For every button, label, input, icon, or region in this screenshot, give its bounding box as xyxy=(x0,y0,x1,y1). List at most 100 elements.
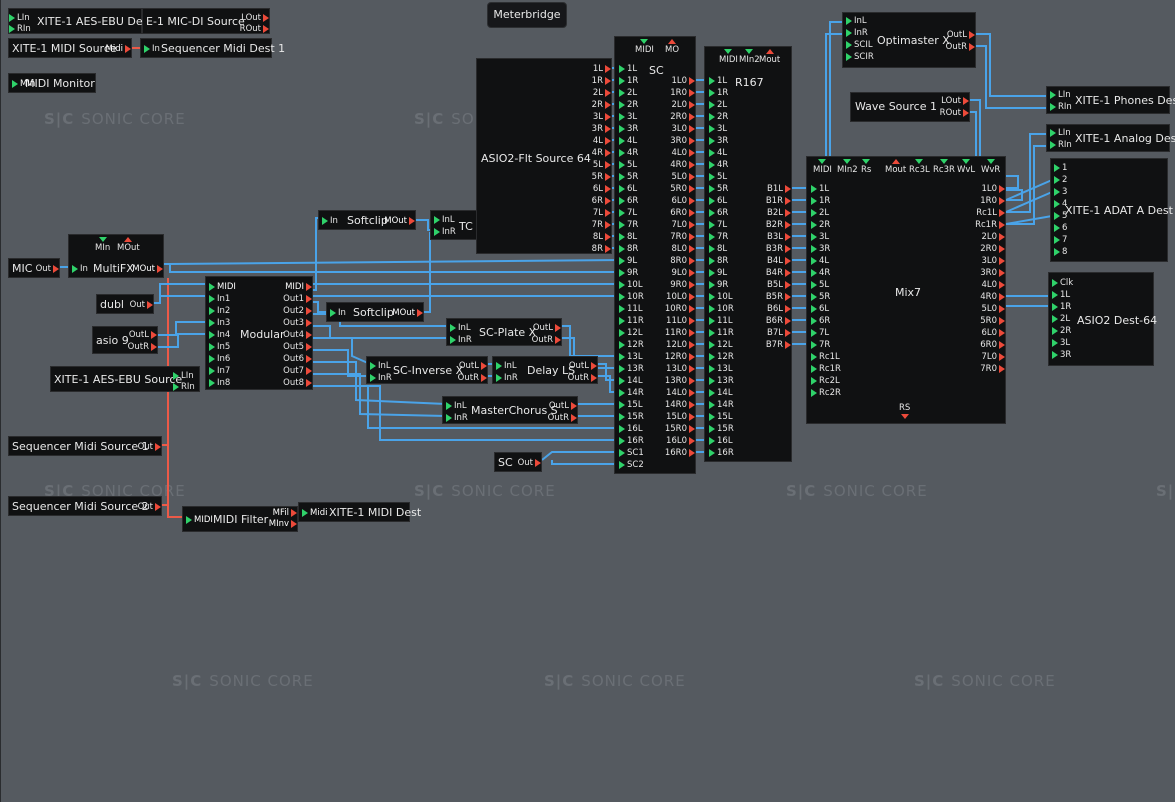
output-pin[interactable]: 1L0 xyxy=(671,75,695,87)
output-pin[interactable]: 2R0 xyxy=(670,111,695,123)
output-pin[interactable]: 4R xyxy=(592,147,612,159)
output-pin[interactable]: B4L xyxy=(767,255,791,267)
input-pin[interactable]: 2R xyxy=(709,111,728,123)
input-pin[interactable]: 12L xyxy=(619,327,643,339)
input-pin[interactable]: InL xyxy=(434,214,455,226)
input-pin[interactable]: 1R xyxy=(619,75,638,87)
top-pin[interactable]: MIn2 xyxy=(837,159,858,175)
output-pin[interactable]: MOut xyxy=(132,263,163,275)
input-pin[interactable]: InR xyxy=(446,412,468,424)
output-pin[interactable]: Out2 xyxy=(283,305,312,317)
input-pin[interactable]: In6 xyxy=(209,353,230,365)
output-pin[interactable]: OutR xyxy=(532,334,562,346)
output-pin[interactable]: 8R xyxy=(592,243,612,255)
input-pin[interactable]: 1R xyxy=(811,195,830,207)
input-pin[interactable]: 6R xyxy=(811,315,830,327)
input-pin[interactable]: 15L xyxy=(709,411,733,423)
output-pin[interactable]: 8R0 xyxy=(670,255,695,267)
output-pin[interactable]: 5L0 xyxy=(981,303,1005,315)
output-pin[interactable]: 1L0 xyxy=(981,183,1005,195)
output-pin[interactable]: Out xyxy=(130,299,154,311)
output-pin[interactable]: MIDI xyxy=(285,281,312,293)
input-pin[interactable]: 2 xyxy=(1054,174,1067,186)
output-pin[interactable]: 11L0 xyxy=(666,315,695,327)
output-pin[interactable]: 3R xyxy=(592,123,612,135)
output-pin[interactable]: 14L0 xyxy=(666,387,695,399)
output-pin[interactable]: OutR xyxy=(946,41,976,53)
top-pin[interactable]: MO xyxy=(665,39,679,55)
input-pin[interactable]: SCIL xyxy=(846,39,873,51)
input-pin[interactable]: 5R xyxy=(709,183,728,195)
output-pin[interactable]: B4R xyxy=(766,267,792,279)
input-pin[interactable]: In xyxy=(72,263,88,275)
output-pin[interactable]: MOut xyxy=(384,215,415,227)
output-pin[interactable]: 13L0 xyxy=(666,363,695,375)
output-pin[interactable]: 6L xyxy=(593,183,612,195)
input-pin[interactable]: 12R xyxy=(619,339,644,351)
input-pin[interactable]: 6R xyxy=(619,195,638,207)
output-pin[interactable]: B1R xyxy=(766,195,792,207)
input-pin[interactable]: InR xyxy=(434,226,456,238)
output-pin[interactable]: 3R0 xyxy=(670,135,695,147)
input-pin[interactable]: 2L xyxy=(811,207,829,219)
input-pin[interactable]: 15L xyxy=(619,399,643,411)
output-pin[interactable]: Midi xyxy=(106,43,132,55)
input-pin[interactable]: 5L xyxy=(709,171,727,183)
output-pin[interactable]: 5L xyxy=(593,159,612,171)
output-pin[interactable]: 4L xyxy=(593,135,612,147)
top-pin[interactable]: Mout xyxy=(759,49,780,65)
input-pin[interactable]: 4R xyxy=(619,147,638,159)
output-pin[interactable]: 3L xyxy=(593,111,612,123)
input-pin[interactable]: 16R xyxy=(709,447,734,459)
input-pin[interactable]: 9R xyxy=(709,279,728,291)
input-pin[interactable]: 8L xyxy=(619,231,637,243)
input-pin[interactable]: InL xyxy=(446,400,467,412)
input-pin[interactable]: 11R xyxy=(709,327,734,339)
input-pin[interactable]: In2 xyxy=(209,305,230,317)
output-pin[interactable]: Out1 xyxy=(283,293,312,305)
output-pin[interactable]: LOut xyxy=(241,12,269,24)
input-pin[interactable]: 6L xyxy=(811,303,829,315)
output-pin[interactable]: 4R0 xyxy=(980,291,1005,303)
input-pin[interactable]: RIn xyxy=(173,381,195,393)
input-pin[interactable]: 3R xyxy=(811,243,830,255)
output-pin[interactable]: B2L xyxy=(767,207,791,219)
input-pin[interactable]: 9L xyxy=(619,255,637,267)
output-pin[interactable]: Out xyxy=(138,501,162,513)
top-pin[interactable]: WvR xyxy=(981,159,1000,175)
input-pin[interactable]: InR xyxy=(370,372,392,384)
output-pin[interactable]: 10L0 xyxy=(666,291,695,303)
output-pin[interactable]: OutR xyxy=(458,372,488,384)
output-pin[interactable]: 13R0 xyxy=(665,375,696,387)
input-pin[interactable]: 7L xyxy=(811,327,829,339)
output-pin[interactable]: Out5 xyxy=(283,341,312,353)
input-pin[interactable]: 2R xyxy=(619,99,638,111)
input-pin[interactable]: 5L xyxy=(811,279,829,291)
input-pin[interactable]: 7 xyxy=(1054,234,1067,246)
input-pin[interactable]: InL xyxy=(496,360,517,372)
top-pin[interactable]: MIn xyxy=(95,237,110,253)
input-pin[interactable]: 4L xyxy=(811,255,829,267)
output-pin[interactable]: 7L0 xyxy=(981,351,1005,363)
output-pin[interactable]: 7R0 xyxy=(980,363,1005,375)
input-pin[interactable]: 9L xyxy=(709,267,727,279)
input-pin[interactable]: 9R xyxy=(619,267,638,279)
output-pin[interactable]: 7L0 xyxy=(671,219,695,231)
